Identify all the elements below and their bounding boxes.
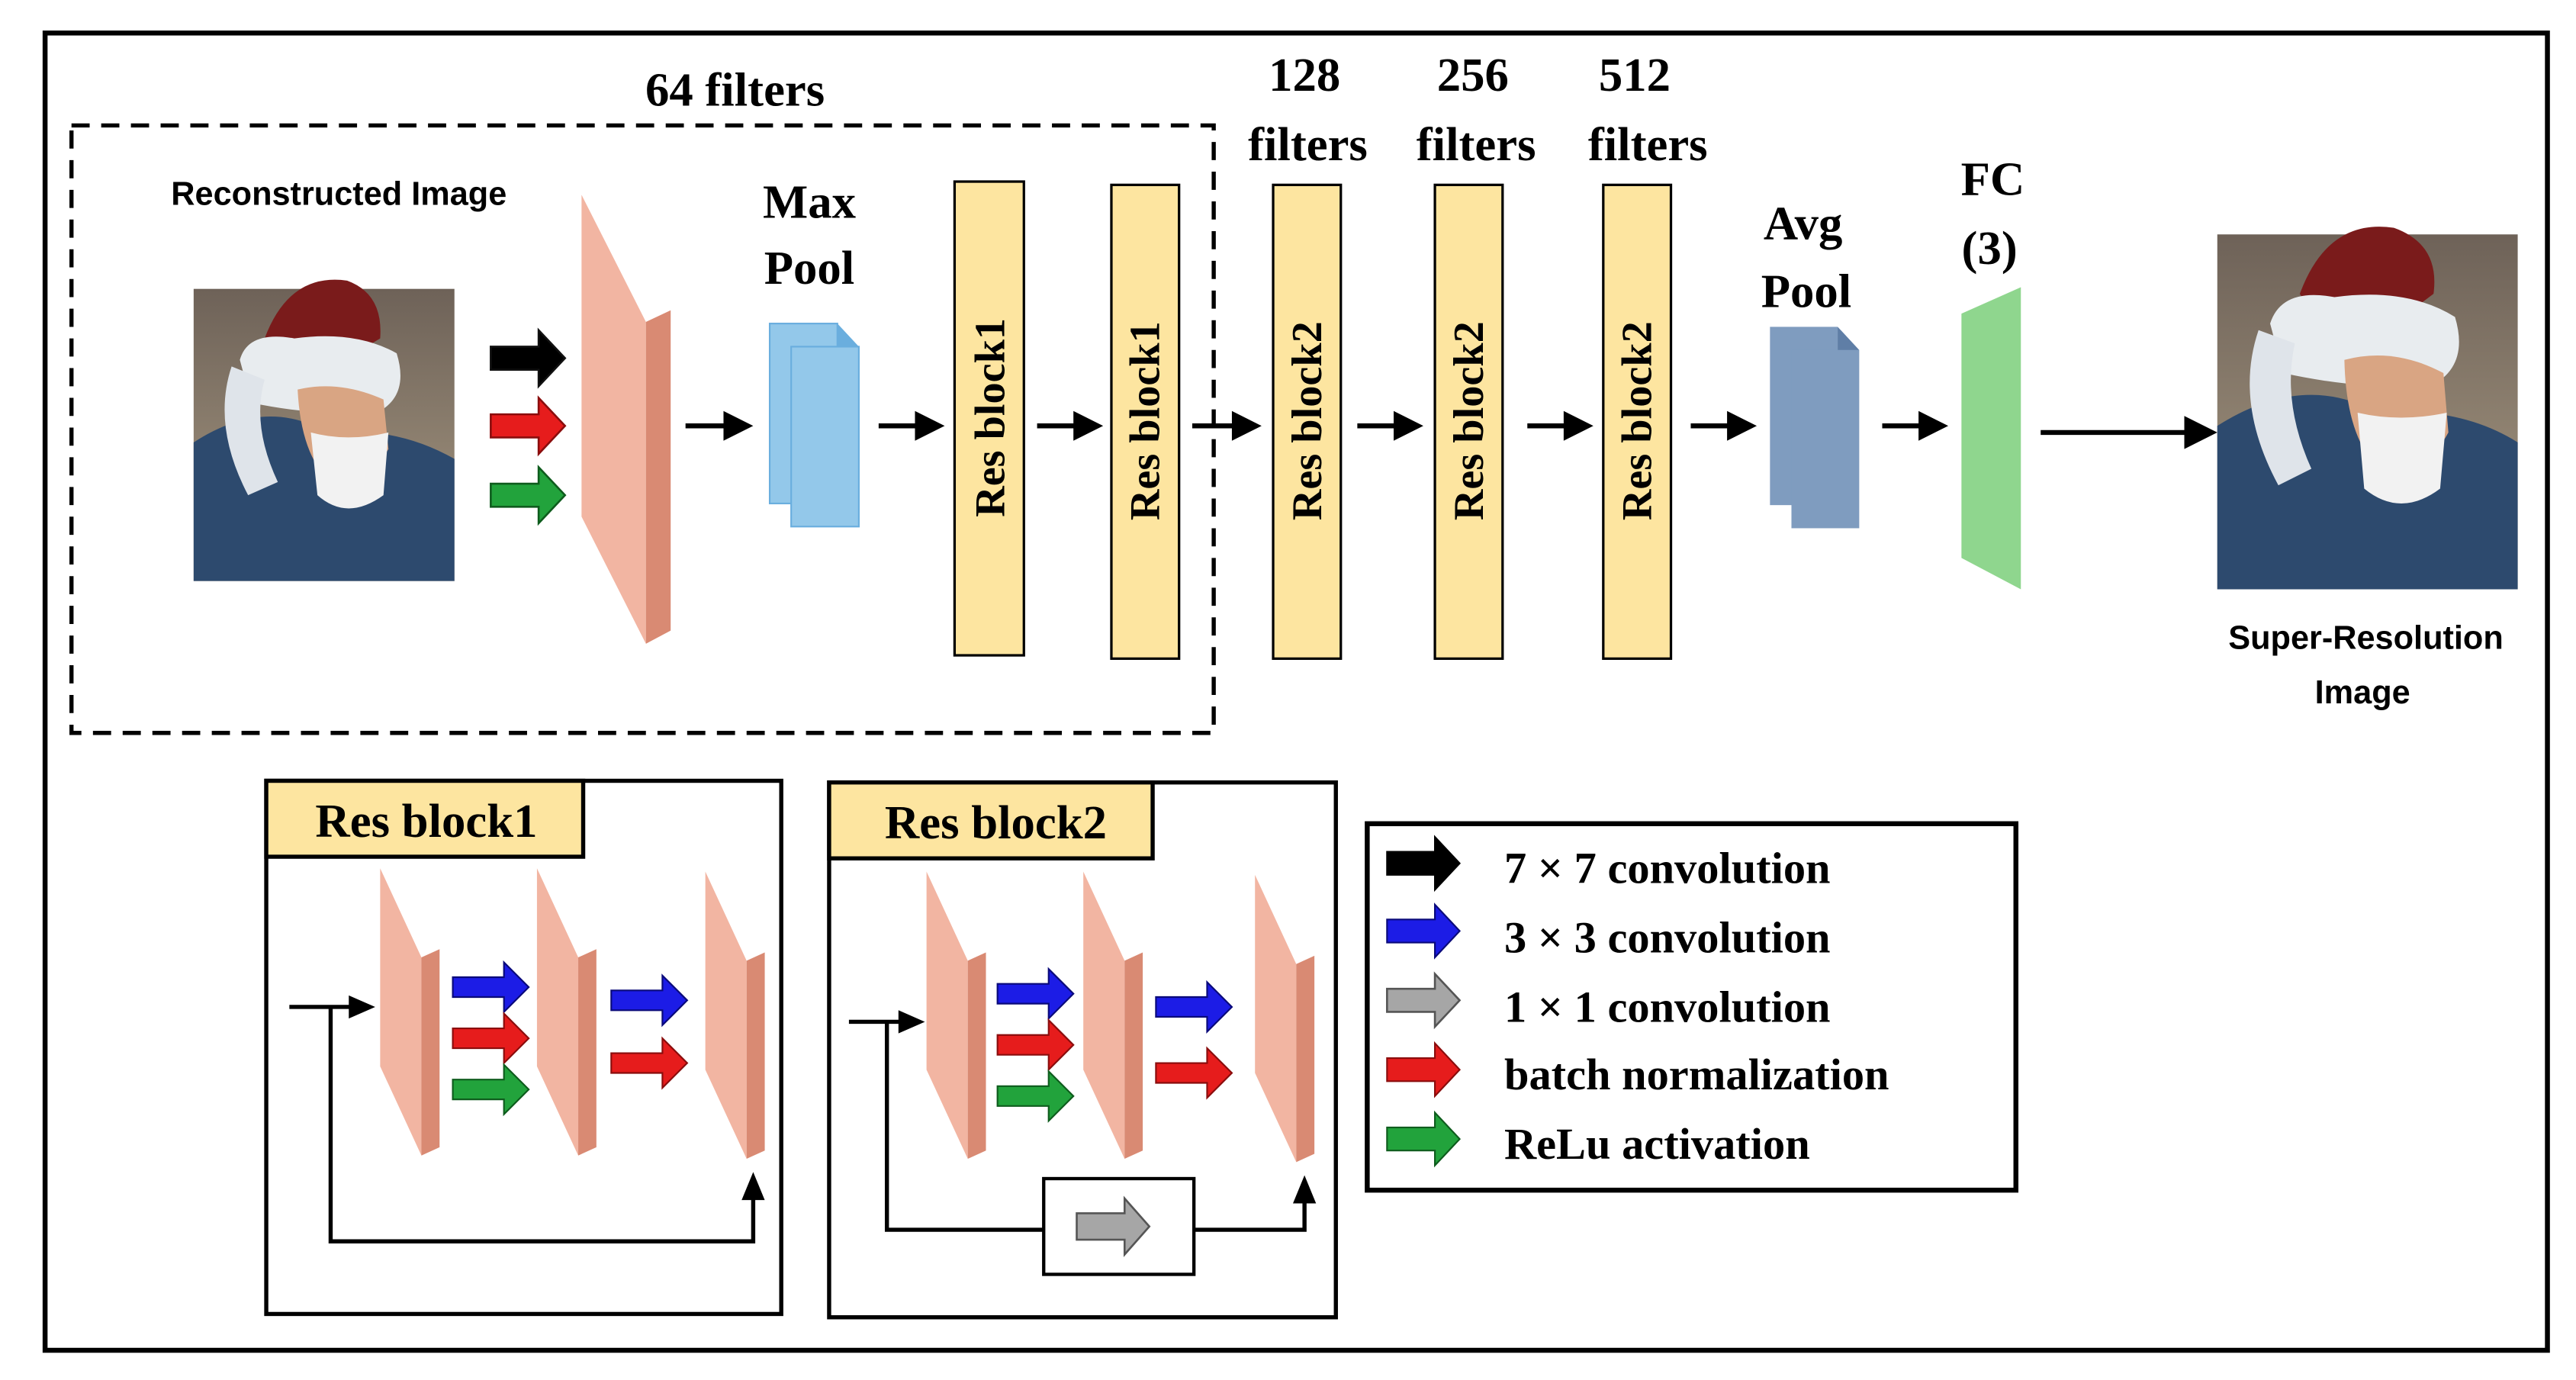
arrow-to-resblock2-c-icon	[1527, 410, 1594, 441]
res-block2-inset: Res block2	[827, 780, 1338, 1320]
output-portrait-image	[2217, 227, 2518, 590]
svg-text:Res block1: Res block1	[1122, 321, 1169, 520]
res-block2-a: Res block2	[1272, 183, 1343, 661]
avg-pool-label-line2: Pool	[1761, 264, 1852, 317]
svg-text:Res block1: Res block1	[966, 318, 1014, 517]
legend-gray-arrow-icon	[1386, 971, 1462, 1030]
legend-label-4: batch normalization	[1504, 1050, 1889, 1099]
legend-label-2: 3 × 3 convolution	[1504, 913, 1831, 963]
filters-512-count: 512	[1599, 48, 1671, 101]
arrow-to-output-icon	[2041, 416, 2217, 449]
filters-128-count: 128	[1269, 48, 1340, 101]
legend-box	[1365, 821, 2019, 1193]
rb1-blue-arrow-1-icon	[452, 960, 530, 1015]
input-red-arrow-icon	[490, 395, 567, 457]
arrow-to-fc-icon	[1882, 410, 1949, 441]
fc-label-line2: (3)	[1962, 221, 2018, 275]
input-image-label: Reconstructed Image	[171, 175, 507, 212]
legend-item-3: 1 × 1 convolution	[1386, 971, 1831, 1031]
rb2-layer-2	[1083, 871, 1143, 1160]
output-image-label-line1: Super-Resolution	[2228, 619, 2504, 656]
rb1-green-arrow-1-icon	[452, 1063, 530, 1117]
rb1-layer-3	[705, 871, 765, 1160]
legend-item-1: 7 × 7 convolution	[1386, 835, 1831, 893]
legend-item-5: ReLu activation	[1386, 1110, 1810, 1169]
res-block2-inset-title: Res block2	[885, 796, 1107, 849]
fc-layer	[1961, 287, 2021, 590]
legend-black-arrow-icon	[1386, 835, 1462, 893]
group-64-filters-box	[69, 123, 1216, 735]
filters-256-count: 256	[1437, 48, 1509, 101]
rb2-blue-arrow-1-icon	[996, 967, 1075, 1021]
max-pool-label-line1: Max	[763, 175, 857, 229]
legend-red-arrow-icon	[1386, 1041, 1462, 1099]
arrow-to-resblock1-b-icon	[1037, 410, 1104, 441]
legend-label-3: 1 × 1 convolution	[1504, 982, 1831, 1031]
rb2-layer-1	[926, 871, 986, 1160]
max-pool-block	[768, 323, 860, 528]
legend-blue-arrow-icon	[1386, 902, 1462, 960]
legend-item-2: 3 × 3 convolution	[1386, 902, 1831, 963]
rb1-red-arrow-1-icon	[452, 1012, 530, 1066]
res-block2-b: Res block2	[1433, 183, 1504, 661]
input-portrait-image	[193, 279, 455, 581]
arrow-to-maxpool-icon	[685, 410, 754, 441]
filters-512-word: filters	[1588, 117, 1708, 171]
input-black-arrow-icon	[490, 327, 567, 389]
svg-text:Res block2: Res block2	[1446, 321, 1493, 520]
avg-pool-block	[1770, 327, 1860, 529]
output-image-label-line2: Image	[2315, 674, 2410, 711]
legend-green-arrow-icon	[1386, 1110, 1462, 1168]
rb2-layer-3	[1255, 874, 1315, 1163]
arrow-to-resblock2-b-icon	[1357, 410, 1423, 441]
rb2-blue-arrow-2-icon	[1155, 980, 1233, 1034]
input-green-arrow-icon	[490, 465, 567, 526]
rb1-layer-2	[536, 868, 597, 1156]
arrow-to-resblock1-a-icon	[878, 410, 945, 441]
res-block1-inset-title: Res block1	[315, 794, 537, 848]
rb2-gray-arrow-icon	[1076, 1195, 1151, 1257]
max-pool-label-line2: Pool	[764, 241, 855, 294]
rb2-red-arrow-1-icon	[996, 1018, 1075, 1072]
avg-pool-label-line1: Avg	[1764, 197, 1842, 250]
legend-label-1: 7 × 7 convolution	[1504, 844, 1831, 893]
svg-text:Res block2: Res block2	[1284, 321, 1331, 520]
filters-128-word: filters	[1248, 117, 1368, 171]
rb1-skip-connection	[289, 995, 765, 1243]
res-block1-inset-title-box	[264, 778, 586, 859]
arrow-to-resblock2-a-icon	[1192, 410, 1262, 441]
res-block2-inset-title-box	[827, 780, 1155, 860]
legend-item-4: batch normalization	[1386, 1041, 1889, 1099]
legend: 7 × 7 convolution 3 × 3 convolution 1 × …	[1365, 821, 2019, 1193]
legend-label-5: ReLu activation	[1504, 1119, 1810, 1169]
fc-label-line1: FC	[1961, 152, 2025, 205]
rb1-blue-arrow-2-icon	[610, 973, 689, 1028]
arrow-to-avgpool-icon	[1690, 410, 1758, 441]
res-block2-c: Res block2	[1602, 183, 1673, 661]
conv-layer-main	[581, 195, 671, 644]
res-block1-inset: Res block1	[264, 778, 783, 1317]
group-64-filters-label: 64 filters	[645, 63, 825, 116]
res-block1-b: Res block1	[1110, 183, 1181, 661]
res-block1-a: Res block1	[953, 180, 1025, 657]
rb2-green-arrow-1-icon	[996, 1069, 1075, 1123]
rb2-skip-connection	[848, 1010, 1317, 1276]
filters-256-word: filters	[1417, 117, 1536, 171]
svg-text:Res block2: Res block2	[1614, 321, 1661, 520]
rb1-red-arrow-2-icon	[610, 1036, 689, 1090]
rb1-layer-1	[380, 868, 440, 1156]
rb2-red-arrow-2-icon	[1155, 1046, 1233, 1100]
